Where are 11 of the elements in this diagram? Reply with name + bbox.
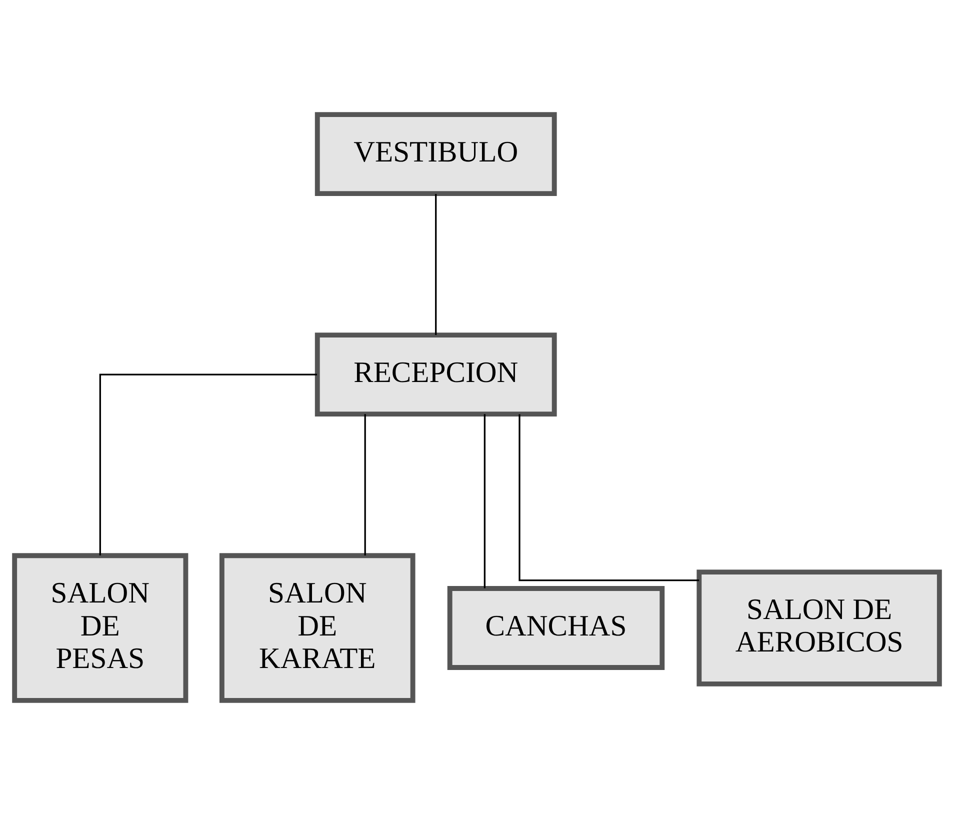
node-box: RECEPCION — [314, 332, 557, 417]
connector — [435, 194, 437, 335]
node-box: CANCHAS — [447, 586, 665, 670]
connector — [484, 414, 486, 588]
connector — [99, 374, 318, 556]
connector — [364, 414, 366, 556]
connector — [518, 414, 700, 582]
node-box: SALON DE PESAS — [12, 553, 188, 703]
node-box: SALON DE KARATE — [219, 553, 416, 703]
node-box: VESTIBULO — [314, 112, 557, 196]
node-box: SALON DE AEROBICOS — [696, 570, 942, 686]
